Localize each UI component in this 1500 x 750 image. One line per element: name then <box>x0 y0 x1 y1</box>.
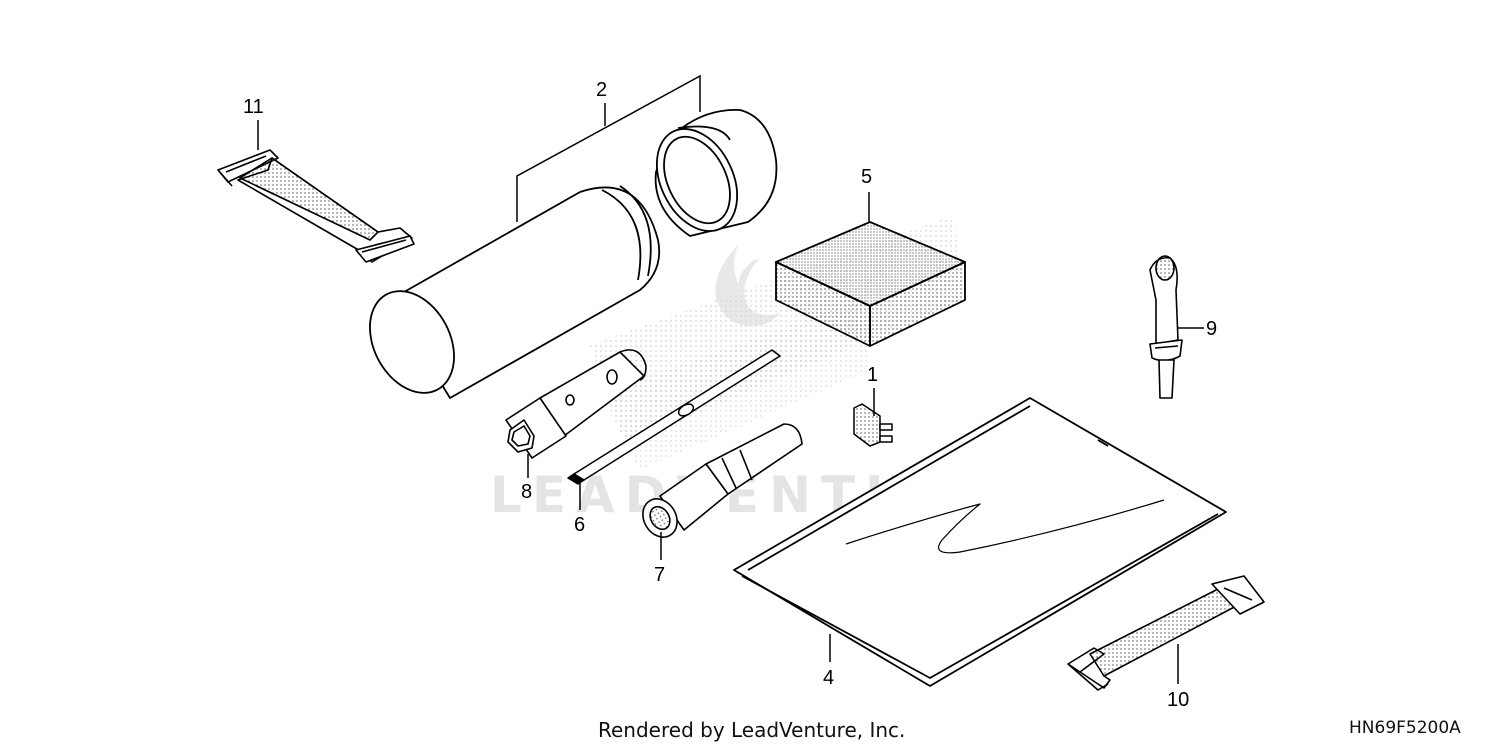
callout-7: 7 <box>654 564 665 586</box>
callout-5: 5 <box>861 166 872 188</box>
rubber-strap-upper-part <box>217 149 415 263</box>
callout-6: 6 <box>574 514 585 536</box>
spark-plug-wrench-part <box>505 349 647 459</box>
callout-4: 4 <box>823 667 834 689</box>
socket-handle-part <box>642 423 803 538</box>
callout-9: 9 <box>1206 318 1217 340</box>
callout-1: 1 <box>867 364 878 386</box>
document-bag-part <box>733 397 1227 687</box>
rendered-by-credit: Rendered by LeadVenture, Inc. <box>598 718 906 742</box>
rubber-strap-lower-part <box>1067 575 1265 691</box>
tool-case-part <box>369 109 778 399</box>
callout-2: 2 <box>596 79 607 101</box>
screwdriver-part <box>567 349 781 485</box>
fuse-puller-part <box>1149 255 1183 399</box>
fuse-part <box>853 403 893 447</box>
diagram-code: HN69F5200A <box>1349 718 1461 738</box>
callout-10: 11 <box>243 96 264 118</box>
callout-11: 10 <box>1167 689 1189 711</box>
sponge-pad-part <box>775 221 966 347</box>
callout-8: 8 <box>521 481 532 503</box>
